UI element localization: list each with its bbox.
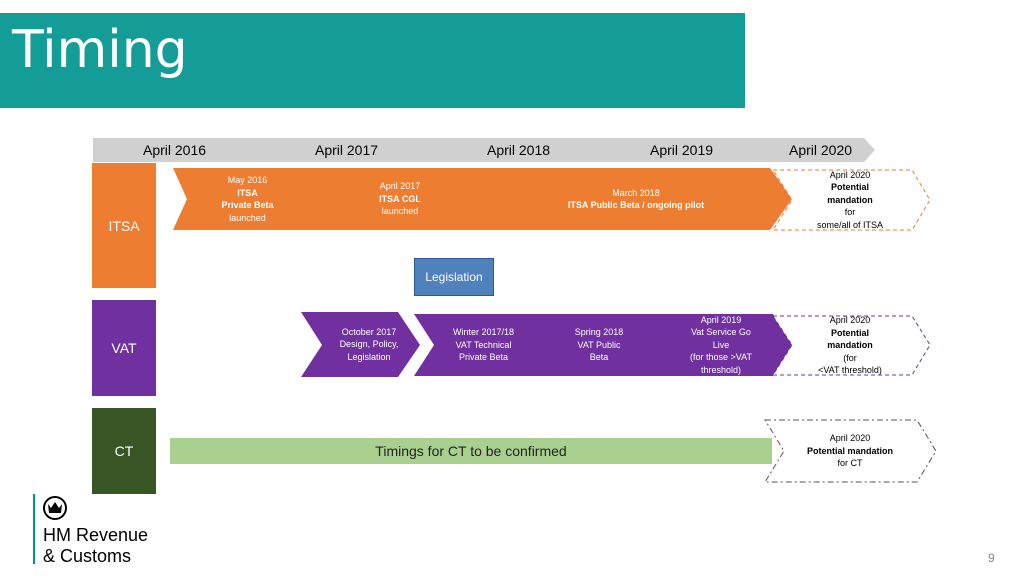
logo-line-2: & Customs (43, 546, 132, 566)
row-ct-label: CT (114, 443, 134, 459)
title-banner (0, 13, 745, 108)
vat-step-4 (646, 314, 793, 376)
itsa-future-step (772, 169, 931, 231)
logo-line-1: HM Revenue (43, 525, 149, 545)
timeline-tick: April 2018 (487, 142, 551, 158)
vat-step-3-label: Spring 2018 VAT Public Beta (574, 327, 624, 363)
page-number: 9 (988, 551, 995, 565)
itsa-step-2 (301, 168, 500, 230)
itsa-step-3 (478, 168, 792, 230)
vat-step-1 (301, 312, 420, 377)
vat-future-step (772, 315, 931, 376)
vat-step-4-label: April 2019 Vat Service Go Live (for thos… (690, 314, 752, 375)
itsa-step-3-label: March 2018 ITSA Public Beta / ongoing pi… (567, 187, 705, 211)
legislation-box: Legislation (414, 258, 494, 296)
vat-step-1-label: October 2017 Design, Policy, Legislation (339, 326, 399, 362)
row-itsa: ITSA (92, 163, 156, 288)
row-ct: CT (92, 408, 156, 494)
itsa-step-1 (173, 168, 320, 230)
hmrc-logo-text: HM Revenue & Customs (43, 525, 148, 567)
ct-timing-bar: Timings for CT to be confirmed (170, 438, 772, 464)
timeline-tick: April 2019 (650, 142, 714, 158)
hmrc-crest-icon (33, 494, 67, 564)
timeline-tick: April 2017 (315, 142, 379, 158)
timeline-arrow (93, 138, 875, 162)
row-vat-label: VAT (111, 340, 137, 356)
vat-step-2-label: Winter 2017/18 VAT Technical Private Bet… (452, 327, 515, 363)
vat-step-3 (527, 314, 670, 376)
vat-step-2 (414, 314, 552, 376)
itsa-step-1-label: May 2016 ITSA Private Beta launched (221, 175, 274, 223)
timeline-tick: April 2016 (143, 142, 207, 158)
ct-future-label: April 2020 Potential mandation for CT (806, 433, 893, 469)
timeline-tick: April 2020 (789, 142, 853, 158)
ct-future-step (764, 419, 937, 483)
page-title: Timing (12, 20, 188, 80)
itsa-step-2-label: April 2017 ITSA CGL launched (379, 181, 421, 217)
itsa-future-label: April 2020 Potential mandation for some/… (816, 169, 884, 230)
vat-future-label: April 2020 Potential mandation (for <VAT… (818, 315, 882, 376)
row-itsa-label: ITSA (108, 217, 140, 234)
row-vat: VAT (92, 300, 156, 396)
